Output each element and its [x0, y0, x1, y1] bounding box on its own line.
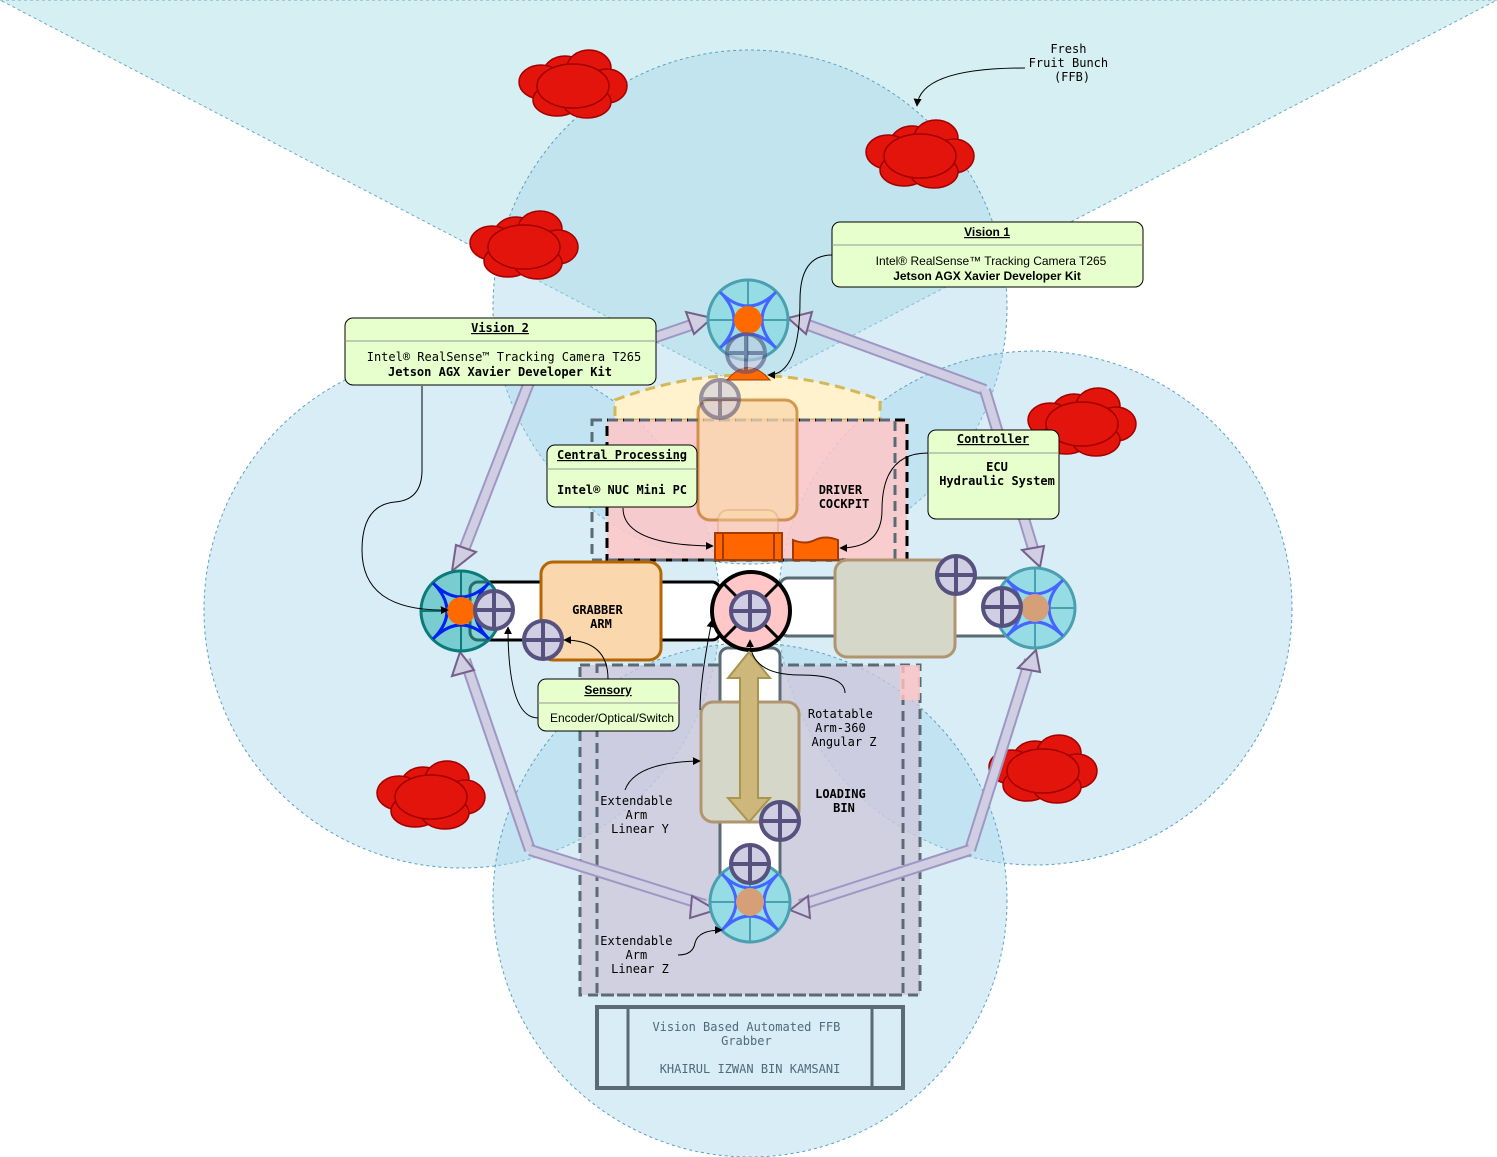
title-line-1: Vision Based Automated FFB — [652, 1020, 840, 1034]
svg-text:Vision Based Automated FFB: Vision Based Automated FFB Grabber KHAIR… — [652, 1020, 847, 1076]
connectors — [361, 67, 1026, 956]
steering-actuator — [714, 532, 783, 561]
label-extendable-z: Extendable Arm Linear Z — [600, 934, 679, 976]
wheel-top — [706, 278, 790, 362]
label-grabber-arm: GRABBER ARM — [572, 603, 630, 631]
note-title: Vision 2 — [471, 321, 529, 335]
title-block: Vision Based Automated FFB Grabber KHAIR… — [595, 1005, 905, 1090]
note-central-processing: Central Processing Intel® NUC Mini PC — [546, 444, 698, 508]
title-author: KHAIRUL IZWAN BIN KAMSANI — [660, 1062, 841, 1076]
note-title: Sensory — [584, 683, 632, 697]
svg-text:Intel® NUC Mini PC: Intel® NUC Mini PC — [557, 483, 687, 497]
svg-text:Jetson AGX Xavier Developer Ki: Jetson AGX Xavier Developer Kit — [388, 365, 612, 379]
note-vision-1: Vision 1 Intel® RealSense™ Tracking Came… — [831, 221, 1144, 288]
svg-text:Hydraulic System: Hydraulic System — [939, 474, 1055, 488]
cockpit-view-arc — [613, 373, 882, 422]
note-vision-2: Vision 2 Intel® RealSense™ Tracking Came… — [344, 317, 657, 386]
grabber-arm — [539, 560, 663, 662]
label-ffb: Fresh Fruit Bunch (FFB) — [1029, 42, 1116, 84]
camera-field-of-view — [0, 0, 1497, 391]
svg-text:Jetson AGX Xavier Developer Ki: Jetson AGX Xavier Developer Kit — [893, 269, 1081, 283]
svg-text:Encoder/Optical/Switch: Encoder/Optical/Switch — [550, 711, 674, 725]
note-title: Central Processing — [557, 448, 687, 462]
label-driver-cockpit: DRIVER COCKPIT — [819, 483, 870, 511]
svg-text:Intel® RealSense™ Tracking Cam: Intel® RealSense™ Tracking Camera T265 — [367, 350, 642, 364]
right-block — [833, 558, 957, 659]
note-title: Controller — [957, 432, 1029, 446]
note-sensory: Sensory Encoder/Optical/Switch — [537, 678, 680, 732]
linear-y-double-arrow — [725, 650, 773, 824]
note-title: Vision 1 — [964, 225, 1010, 239]
note-controller: Controller ECU Hydraulic System — [927, 429, 1060, 520]
title-line-2: Grabber — [721, 1034, 772, 1048]
label-extendable-y: Extendable Arm Linear Y — [600, 794, 679, 836]
driver-seat — [696, 398, 799, 522]
wheel-bottom — [708, 860, 792, 944]
label-rotatable: Rotatable Arm-360 Angular Z — [808, 707, 880, 749]
wheel-left — [419, 569, 503, 653]
svg-text:ECU: ECU — [986, 460, 1008, 474]
svg-text:Intel® RealSense™ Tracking Cam: Intel® RealSense™ Tracking Camera T265 — [876, 254, 1107, 268]
pedal-actuator — [792, 536, 839, 561]
label-loading-bin: LOADING BIN — [815, 787, 873, 815]
